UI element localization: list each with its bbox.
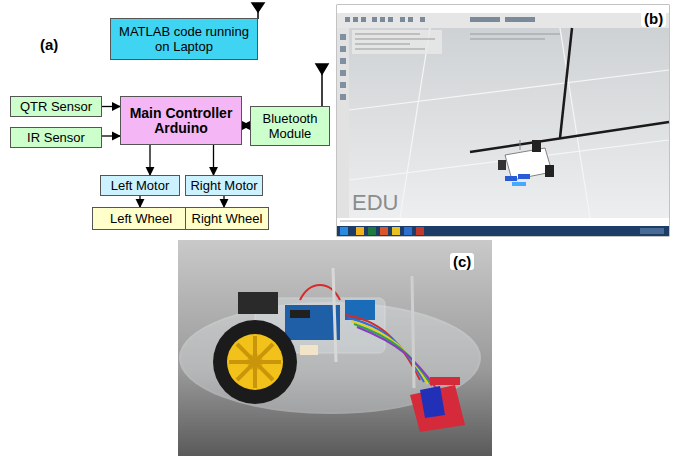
controller-box: Main Controller Arduino: [120, 96, 242, 145]
node-text: IR Sensor: [27, 130, 85, 145]
panel-label: (b): [641, 10, 666, 27]
node-text: Main Controller Arduino: [125, 106, 237, 136]
sensor-box: QTR Sensor: [10, 96, 102, 117]
wheel: [213, 320, 297, 404]
motor-box: Left Motor: [100, 175, 180, 196]
node-text: Left Wheel: [110, 211, 172, 226]
panel-label: (a): [40, 36, 58, 53]
sensor-box: IR Sensor: [10, 127, 102, 148]
motor-box: Right Motor: [185, 175, 263, 196]
arrow-connector: [102, 106, 120, 107]
node-text: QTR Sensor: [20, 99, 92, 114]
watermark: EDU: [352, 190, 398, 216]
node-text: Right Motor: [190, 178, 257, 193]
laptop-box: MATLAB code running on Laptop: [110, 18, 258, 60]
module-box: Bluetooth Module: [250, 106, 330, 146]
arrow-connector: [102, 135, 120, 136]
wheel-box: Left Wheel: [92, 207, 190, 230]
robot-photo: [178, 240, 492, 456]
panel-label: (c): [450, 253, 474, 270]
arrow-connector: [242, 125, 250, 126]
node-text: Bluetooth Module: [255, 111, 325, 141]
node-text: Right Wheel: [192, 211, 263, 226]
robot-model: [498, 140, 554, 186]
arrow-connector: [149, 145, 150, 175]
node-text: MATLAB code running on Laptop: [115, 24, 253, 54]
arrow-connector: [213, 145, 214, 175]
node-text: Left Motor: [111, 178, 170, 193]
wheel-box: Right Wheel: [185, 207, 269, 230]
arrow-connector: [223, 196, 224, 207]
simulator-screenshot: [337, 5, 669, 236]
arrow-connector: [139, 196, 140, 207]
antenna-symbol: [252, 3, 328, 106]
